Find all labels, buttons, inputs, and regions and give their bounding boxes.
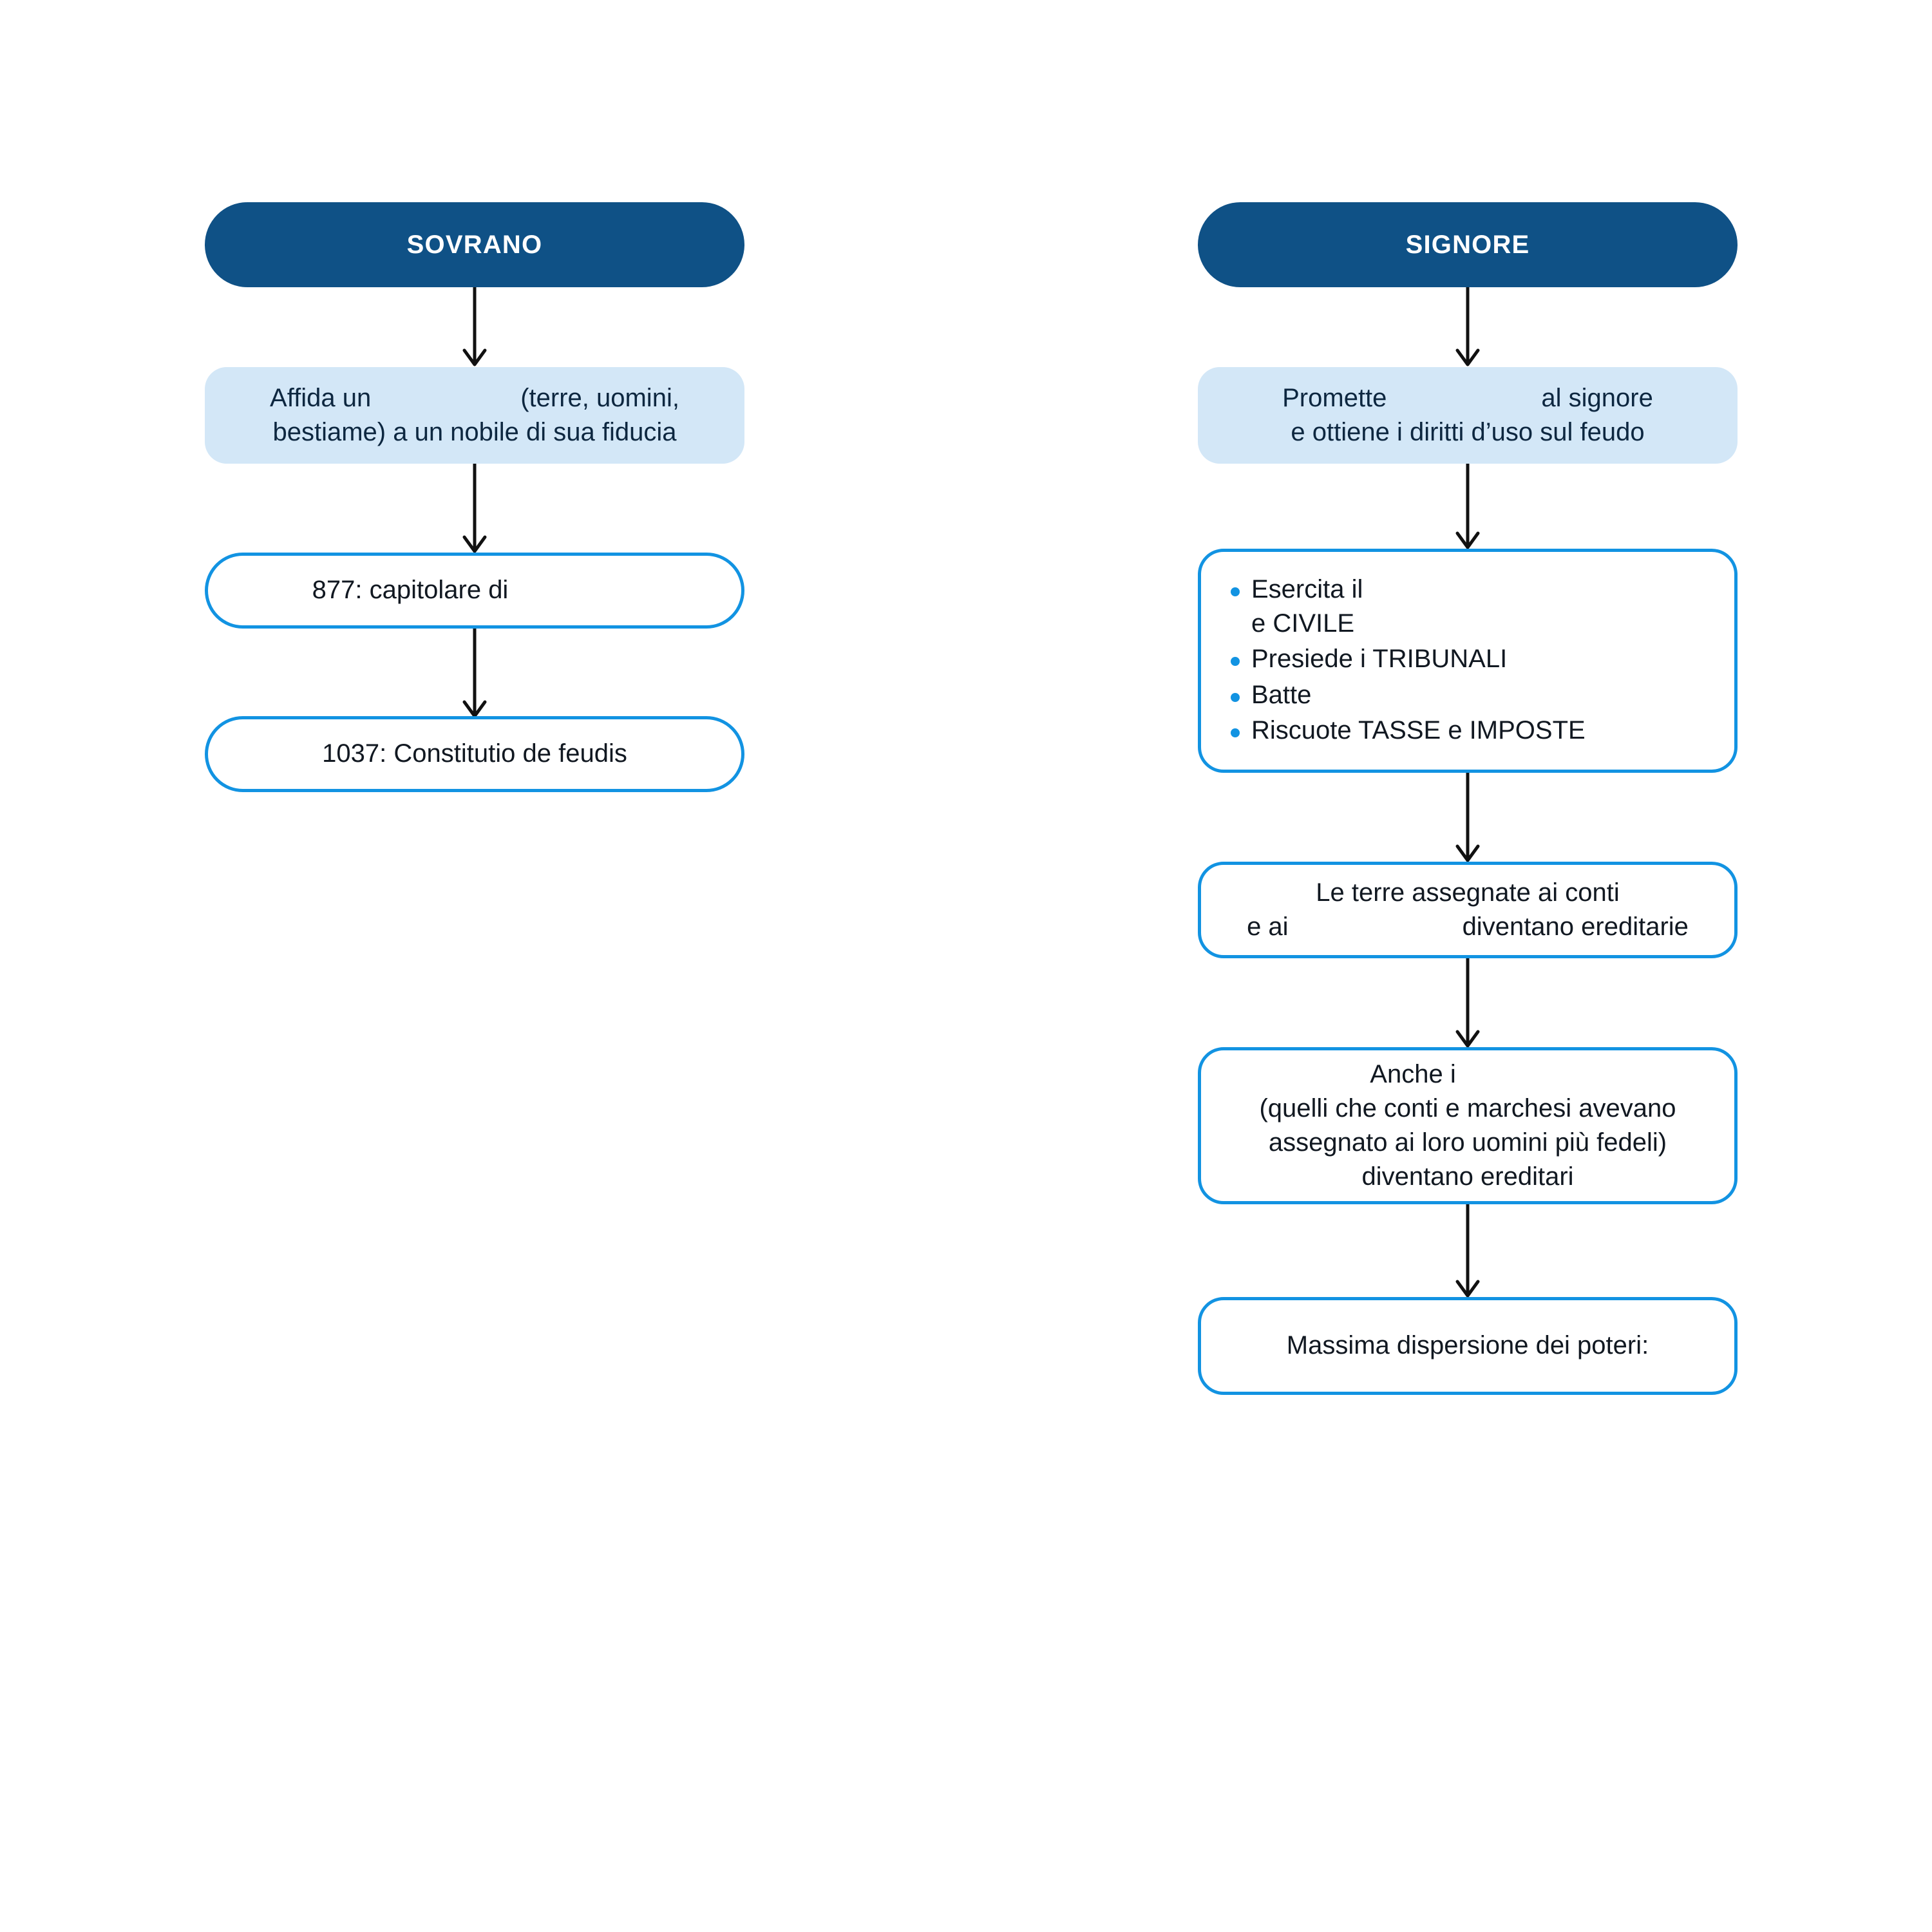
bullet-dot-icon	[1231, 657, 1240, 667]
node-sovrano-1037-line-1: 1037: Constitutio de feudis	[322, 739, 627, 768]
node-signore-terre: Le terre assegnate ai conti e ai diventa…	[1198, 862, 1738, 958]
node-signore-terre-line-1: Le terre assegnate ai conti	[1316, 878, 1620, 907]
header-sovrano-label: SOVRANO	[406, 230, 543, 259]
node-signore-anche-line-3: assegnato ai loro uomini più fedeli)	[1268, 1128, 1667, 1157]
arrow-poteri-to-terre	[1455, 773, 1480, 862]
text-before: e ai	[1247, 913, 1289, 941]
node-signore-anche-line-2: (quelli che conti e marchesi avevano	[1259, 1094, 1676, 1122]
header-sovrano: SOVRANO	[205, 202, 744, 287]
text-after: (terre, uomini,	[520, 383, 679, 412]
node-sovrano-affida-line-2: bestiame) a un nobile di sua fiducia	[272, 418, 677, 446]
arrow-promette-to-poteri	[1455, 464, 1480, 549]
text-before: Affida un	[270, 383, 372, 412]
arrow-affida-to-877	[462, 464, 487, 553]
header-signore: SIGNORE	[1198, 202, 1738, 287]
node-signore-poteri: Esercita il e CIVILE Presiede i TRIBUNAL…	[1198, 549, 1738, 773]
text-before: 877: capitolare di	[312, 576, 509, 605]
bullet-item: Batte	[1231, 678, 1311, 712]
fill-in-blank	[1456, 1057, 1566, 1092]
node-signore-anche: Anche i (quelli che conti e marchesi ave…	[1198, 1047, 1738, 1204]
arrow-terre-to-anche	[1455, 958, 1480, 1048]
node-signore-dispersione-line-1: Massima dispersione dei poteri:	[1286, 1331, 1649, 1360]
arrow-anche-to-dispersione	[1455, 1204, 1480, 1298]
header-signore-label: SIGNORE	[1405, 230, 1530, 259]
text-after: diventano ereditarie	[1462, 913, 1689, 941]
text-after: al signore	[1541, 383, 1653, 412]
arrow-sovrano-to-affida	[462, 287, 487, 366]
bullet-label: Riscuote TASSE e IMPOSTE	[1251, 715, 1586, 744]
text-before: Promette	[1282, 383, 1387, 412]
text-before: Anche i	[1370, 1059, 1456, 1088]
bullet-dot-icon	[1231, 728, 1240, 737]
node-signore-terre-line-2: e ai diventano ereditarie	[1247, 910, 1689, 944]
bullet-dot-icon	[1231, 587, 1240, 597]
bullet-item: Esercita il e CIVILE	[1231, 573, 1363, 641]
node-signore-promette: Promette al signore e ottiene i diritti …	[1198, 367, 1738, 464]
node-signore-anche-line-1: Anche i	[1370, 1057, 1565, 1092]
bullet-label: Esercita il e CIVILE	[1251, 575, 1363, 638]
fill-in-blank	[1387, 381, 1541, 415]
fill-in-blank	[371, 381, 520, 415]
node-signore-dispersione: Massima dispersione dei poteri:	[1198, 1297, 1738, 1395]
node-sovrano-affida-line-1: Affida un (terre, uomini,	[270, 381, 679, 415]
bullet-label: Batte	[1251, 680, 1312, 709]
bullet-item: Presiede i TRIBUNALI	[1231, 642, 1507, 676]
bullet-item: Riscuote TASSE e IMPOSTE	[1231, 714, 1586, 748]
node-sovrano-1037: 1037: Constitutio de feudis	[205, 716, 744, 792]
node-signore-anche-line-4: diventano ereditari	[1361, 1162, 1574, 1191]
node-sovrano-877: 877: capitolare di	[205, 553, 744, 629]
fill-in-blank	[508, 573, 637, 607]
bullet-label: Presiede i TRIBUNALI	[1251, 645, 1508, 674]
node-sovrano-877-line-1: 877: capitolare di	[312, 573, 638, 607]
fill-in-blank	[1289, 910, 1463, 944]
node-signore-promette-line-1: Promette al signore	[1282, 381, 1653, 415]
bullet-dot-icon	[1231, 692, 1240, 702]
node-sovrano-affida: Affida un (terre, uomini, bestiame) a un…	[205, 367, 744, 464]
arrow-signore-to-promette	[1455, 287, 1480, 366]
arrow-877-to-1037	[462, 629, 487, 718]
node-signore-promette-line-2: e ottiene i diritti d’uso sul feudo	[1291, 418, 1645, 446]
